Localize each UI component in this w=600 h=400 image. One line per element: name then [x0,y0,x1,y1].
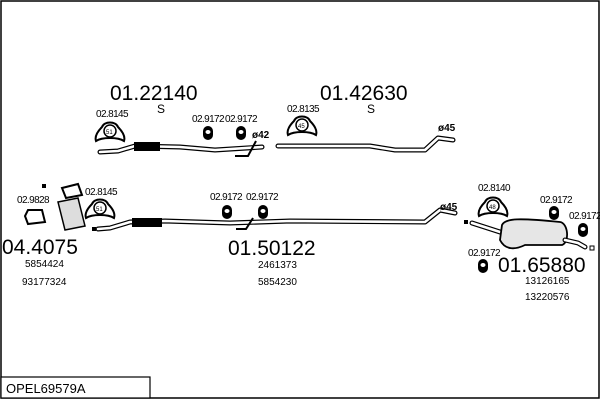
clamp-upper-mid-icon: 45 [286,115,318,136]
catalyst-ref-1: 5854424 [25,259,64,270]
gasket-icon [23,209,47,226]
hanger-5-icon [549,206,559,220]
hanger-4-number[interactable]: 02.9172 [246,192,280,203]
hanger-7-icon [478,259,488,273]
hanger-4-icon [258,205,268,219]
middle-pipe-upper-diameter: ø45 [438,123,456,134]
clamp-upper-mid-number[interactable]: 02.8135 [287,104,321,115]
catalyst-drawing [42,182,86,231]
hanger-1-icon [203,126,213,140]
middle-pipe-lower-diameter: ø45 [440,202,458,213]
clamp-size: 48 [489,205,496,211]
clamp-lower-left-number[interactable]: 02.8145 [85,187,119,198]
hanger-2-number[interactable]: 02.9172 [225,114,259,125]
hanger-2-icon [236,126,246,140]
hanger-6-number[interactable]: 02.9172 [569,211,600,222]
clamp-lower-left-icon: 51 [84,198,116,219]
rear-silencer-drawing [464,218,595,251]
rear-silencer-ref-1: 13126165 [525,276,570,287]
part-number-front-pipe[interactable]: 01.22140 [110,82,198,105]
part-number-middle-pipe-upper[interactable]: 01.42630 [320,82,408,105]
hanger-3-icon [222,205,232,219]
hanger-7-number[interactable]: 02.9172 [468,248,502,259]
clamp-upper-left-icon: 51 [94,121,126,142]
part-number-rear-silencer[interactable]: 01.65880 [498,254,586,277]
middle-pipe-lower-drawing [92,207,458,232]
middle-pipe-upper-drawing [275,135,456,153]
front-pipe-note: S [157,102,165,116]
middle-pipe-lower-ref-1: 2461373 [258,260,297,271]
clamp-upper-left-number[interactable]: 02.8145 [96,109,130,120]
clamp-lower-right-icon: 48 [477,196,509,217]
clamp-size: 51 [96,207,103,213]
middle-pipe-upper-note: S [367,102,375,116]
clamp-size: 51 [106,130,113,136]
catalyst-ref-2: 93177324 [22,277,67,288]
front-pipe-diameter: ø42 [252,130,270,141]
rear-silencer-ref-2: 13220576 [525,292,570,303]
hanger-1-number[interactable]: 02.9172 [192,114,226,125]
hanger-6-icon [578,223,588,237]
code-box: OPEL69579A [0,376,151,399]
gasket-number[interactable]: 02.9828 [17,195,51,206]
hanger-5-number[interactable]: 02.9172 [540,195,574,206]
part-number-middle-pipe-lower[interactable]: 01.50122 [228,237,316,260]
clamp-lower-right-number[interactable]: 02.8140 [478,183,512,194]
middle-pipe-lower-ref-2: 5854230 [258,277,297,288]
diagram-code: OPEL69579A [6,381,86,396]
hanger-3-number[interactable]: 02.9172 [210,192,244,203]
part-number-catalyst[interactable]: 04.4075 [2,236,78,259]
clamp-size: 45 [298,124,305,130]
front-pipe-drawing [97,140,265,157]
